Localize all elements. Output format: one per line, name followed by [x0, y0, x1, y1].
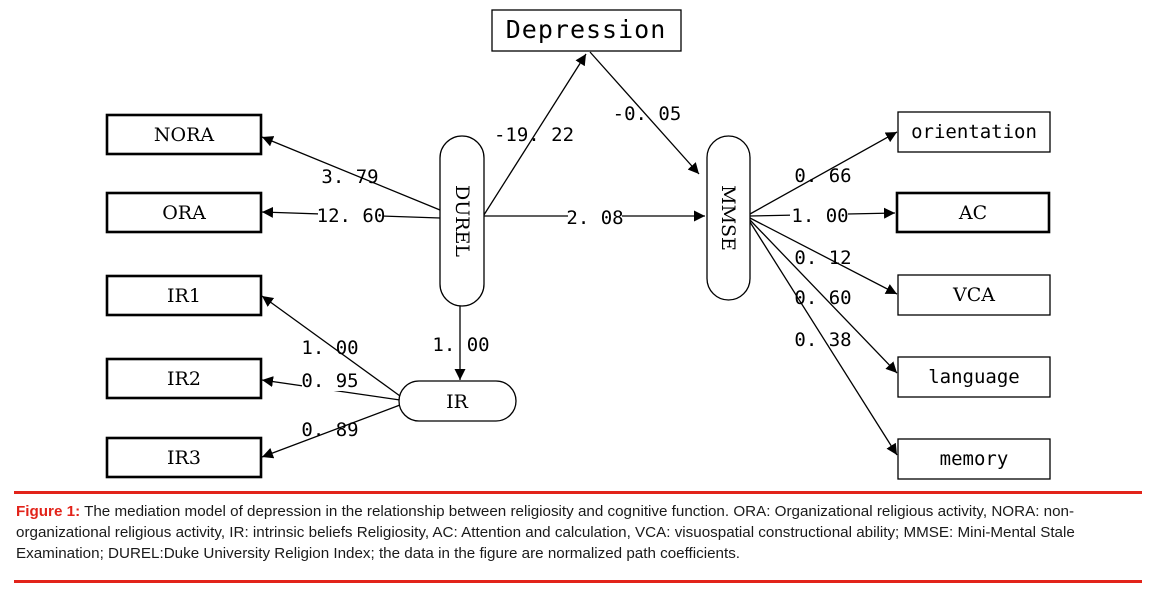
node-language-label: language — [928, 366, 1020, 388]
coef-durel-ir: 1. 00 — [432, 334, 489, 356]
node-ir1-label: IR1 — [167, 285, 201, 307]
node-ir2-label: IR2 — [167, 368, 201, 390]
node-memory — [897, 438, 1051, 480]
coef-mmse-language: 0. 60 — [794, 287, 851, 309]
coef-durel-ora: 12. 60 — [317, 205, 386, 227]
coef-ir-ir3: 0. 89 — [301, 419, 358, 441]
node-memory-label: memory — [940, 448, 1009, 470]
coef-mmse-orientation: 0. 66 — [794, 165, 851, 187]
node-depression — [491, 9, 682, 52]
node-ir1 — [105, 274, 263, 317]
node-orientation-label: orientation — [911, 121, 1037, 143]
node-language — [897, 356, 1051, 398]
node-vca — [897, 274, 1051, 316]
coef-mmse-memory: 0. 38 — [794, 329, 851, 351]
node-ora-label: ORA — [162, 202, 206, 224]
node-ir3 — [105, 436, 263, 479]
edge-durel-nora — [261, 136, 441, 211]
edge-mmse-memory — [749, 221, 898, 456]
node-ac-label: AC — [958, 202, 987, 224]
node-nora-label: NORA — [154, 124, 215, 146]
coef-mmse-vca: 0. 12 — [794, 247, 851, 269]
node-ir2 — [105, 357, 263, 400]
edge-ir-ir3 — [261, 404, 401, 459]
node-orientation — [897, 111, 1051, 153]
edge-mmse-language — [749, 219, 898, 374]
node-ac — [895, 191, 1051, 234]
coef-durel-nora: 3. 79 — [321, 166, 378, 188]
edge-mmse-orientation — [749, 131, 898, 215]
edge-ir-ir1 — [261, 295, 401, 397]
edge-durel-depression — [481, 53, 587, 219]
node-ir3-label: IR3 — [167, 447, 201, 469]
coef-depression-mmse: -0. 05 — [613, 103, 682, 125]
coef-durel-mmse: 2. 08 — [566, 207, 623, 229]
coef-mmse-ac: 1. 00 — [791, 205, 848, 227]
edge-depression-mmse — [589, 51, 700, 175]
caption-top-rule — [14, 491, 1142, 494]
coef-ir-ir1: 1. 00 — [301, 337, 358, 359]
node-ora — [105, 191, 263, 234]
coef-durel-depression: -19. 22 — [494, 124, 574, 146]
node-nora — [105, 113, 263, 156]
node-vca-label: VCA — [952, 284, 995, 306]
node-ir-label: IR — [446, 391, 469, 413]
edge-mmse-vca — [749, 217, 898, 295]
node-ir — [398, 380, 517, 422]
node-durel — [439, 135, 485, 307]
figure-caption: Figure 1: The mediation model of depress… — [16, 501, 1141, 564]
caption-text: The mediation model of depression in the… — [16, 503, 1075, 562]
caption-bottom-rule — [14, 580, 1142, 583]
node-durel-label: DUREL — [451, 185, 473, 257]
mediation-diagram: Depression NORA ORA IR1 IR2 IR3 DUREL MM… — [105, 9, 1051, 480]
node-depression-label: Depression — [506, 15, 667, 44]
node-mmse — [706, 135, 751, 301]
node-mmse-label: MMSE — [717, 185, 739, 251]
coef-ir-ir2: 0. 95 — [301, 370, 358, 392]
caption-label: Figure 1: — [16, 503, 81, 520]
